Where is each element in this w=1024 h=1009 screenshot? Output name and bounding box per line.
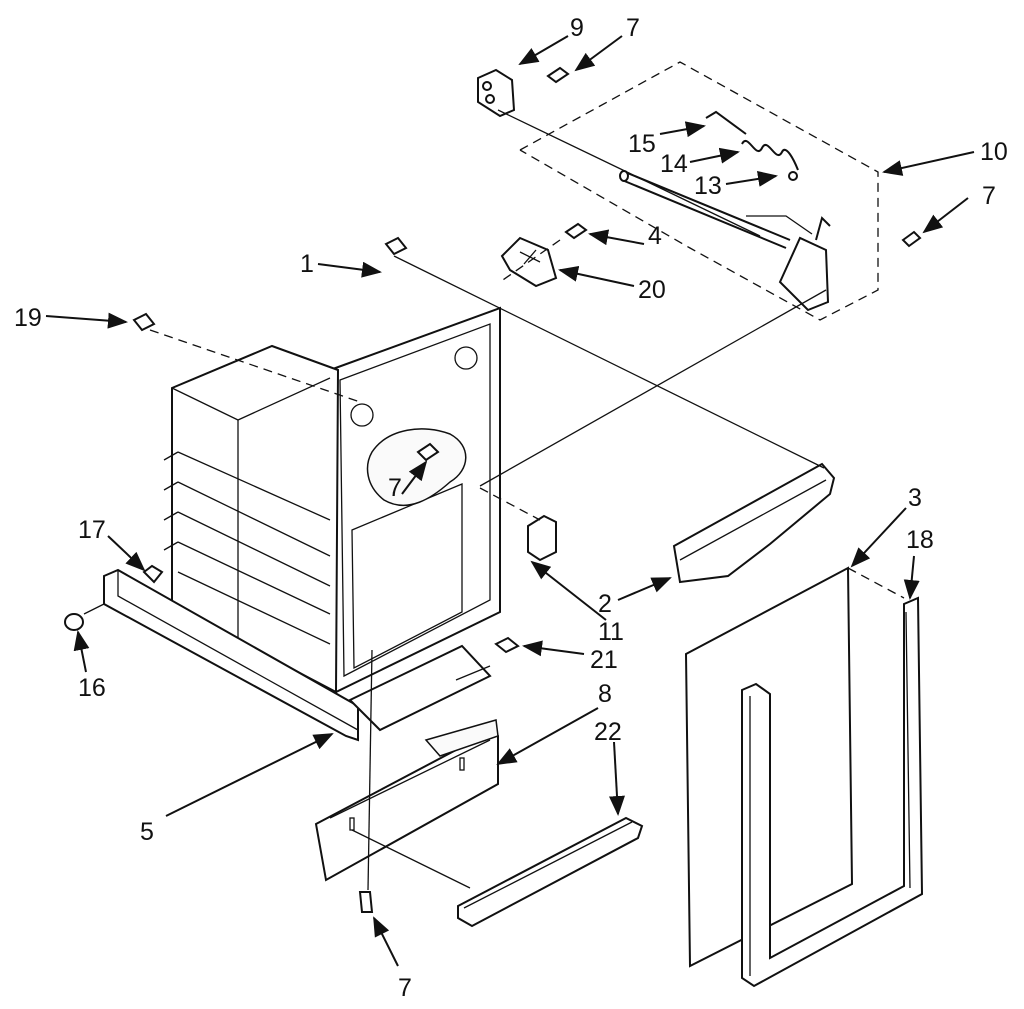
callout-arrows: [45, 35, 975, 967]
hinge-bracket-upper-9: [477, 68, 516, 118]
screw-7-top: [546, 66, 570, 84]
callout-17: 17: [78, 516, 106, 544]
nut-17: [142, 564, 164, 584]
grommet-16: [64, 613, 84, 631]
callout-14: 14: [660, 150, 688, 178]
callout-9: 9: [570, 14, 584, 42]
hinge-bracket-lower: [746, 215, 831, 312]
callout-7-inside: 7: [388, 474, 402, 502]
callout-19: 19: [14, 304, 42, 332]
screw-4: [564, 222, 588, 240]
callout-22: 22: [594, 718, 622, 746]
callout-21: 21: [590, 646, 618, 674]
callout-18: 18: [906, 526, 934, 554]
callout-7-right: 7: [982, 182, 996, 210]
screw-7-bottom: [358, 891, 374, 913]
spring-13-14: [741, 140, 799, 181]
bracket-11: [527, 514, 557, 562]
callout-11: 11: [598, 618, 624, 646]
callout-3: 3: [908, 484, 922, 512]
callout-7-top: 7: [626, 14, 640, 42]
grille-22: [457, 816, 644, 928]
callout-5: 5: [140, 818, 154, 846]
screw-19: [132, 312, 156, 332]
cabinet-liner: [163, 344, 340, 694]
callout-4: 4: [648, 222, 662, 250]
callout-13: 13: [694, 172, 722, 200]
callout-15: 15: [628, 130, 656, 158]
callout-8: 8: [598, 680, 612, 708]
screw-21: [494, 636, 520, 654]
screw-7-inside: [416, 442, 440, 462]
callout-16: 16: [78, 674, 106, 702]
screw-1: [384, 236, 408, 256]
screw-7-right: [901, 230, 922, 248]
leader-lines: [83, 109, 905, 891]
callout-10: 10: [980, 138, 1008, 166]
rail-2: [672, 462, 836, 584]
door-gasket-18: [741, 596, 924, 988]
callout-7-bottom: 7: [398, 974, 412, 1002]
kickplate-8: [314, 730, 499, 882]
callout-2: 2: [598, 590, 612, 618]
hinge-assembly-box: [519, 61, 879, 321]
callout-1: 1: [300, 250, 314, 278]
kickplate-panel: [424, 719, 499, 757]
pin-15: [705, 110, 747, 135]
callout-labels: 9 7 10 7 15 14 13 4 20 1 19 7 17 16 2 11…: [14, 14, 1008, 1002]
cabinet-lower-box: [348, 644, 492, 732]
callout-20: 20: [638, 276, 666, 304]
cabinet-back-panel: [328, 306, 501, 694]
